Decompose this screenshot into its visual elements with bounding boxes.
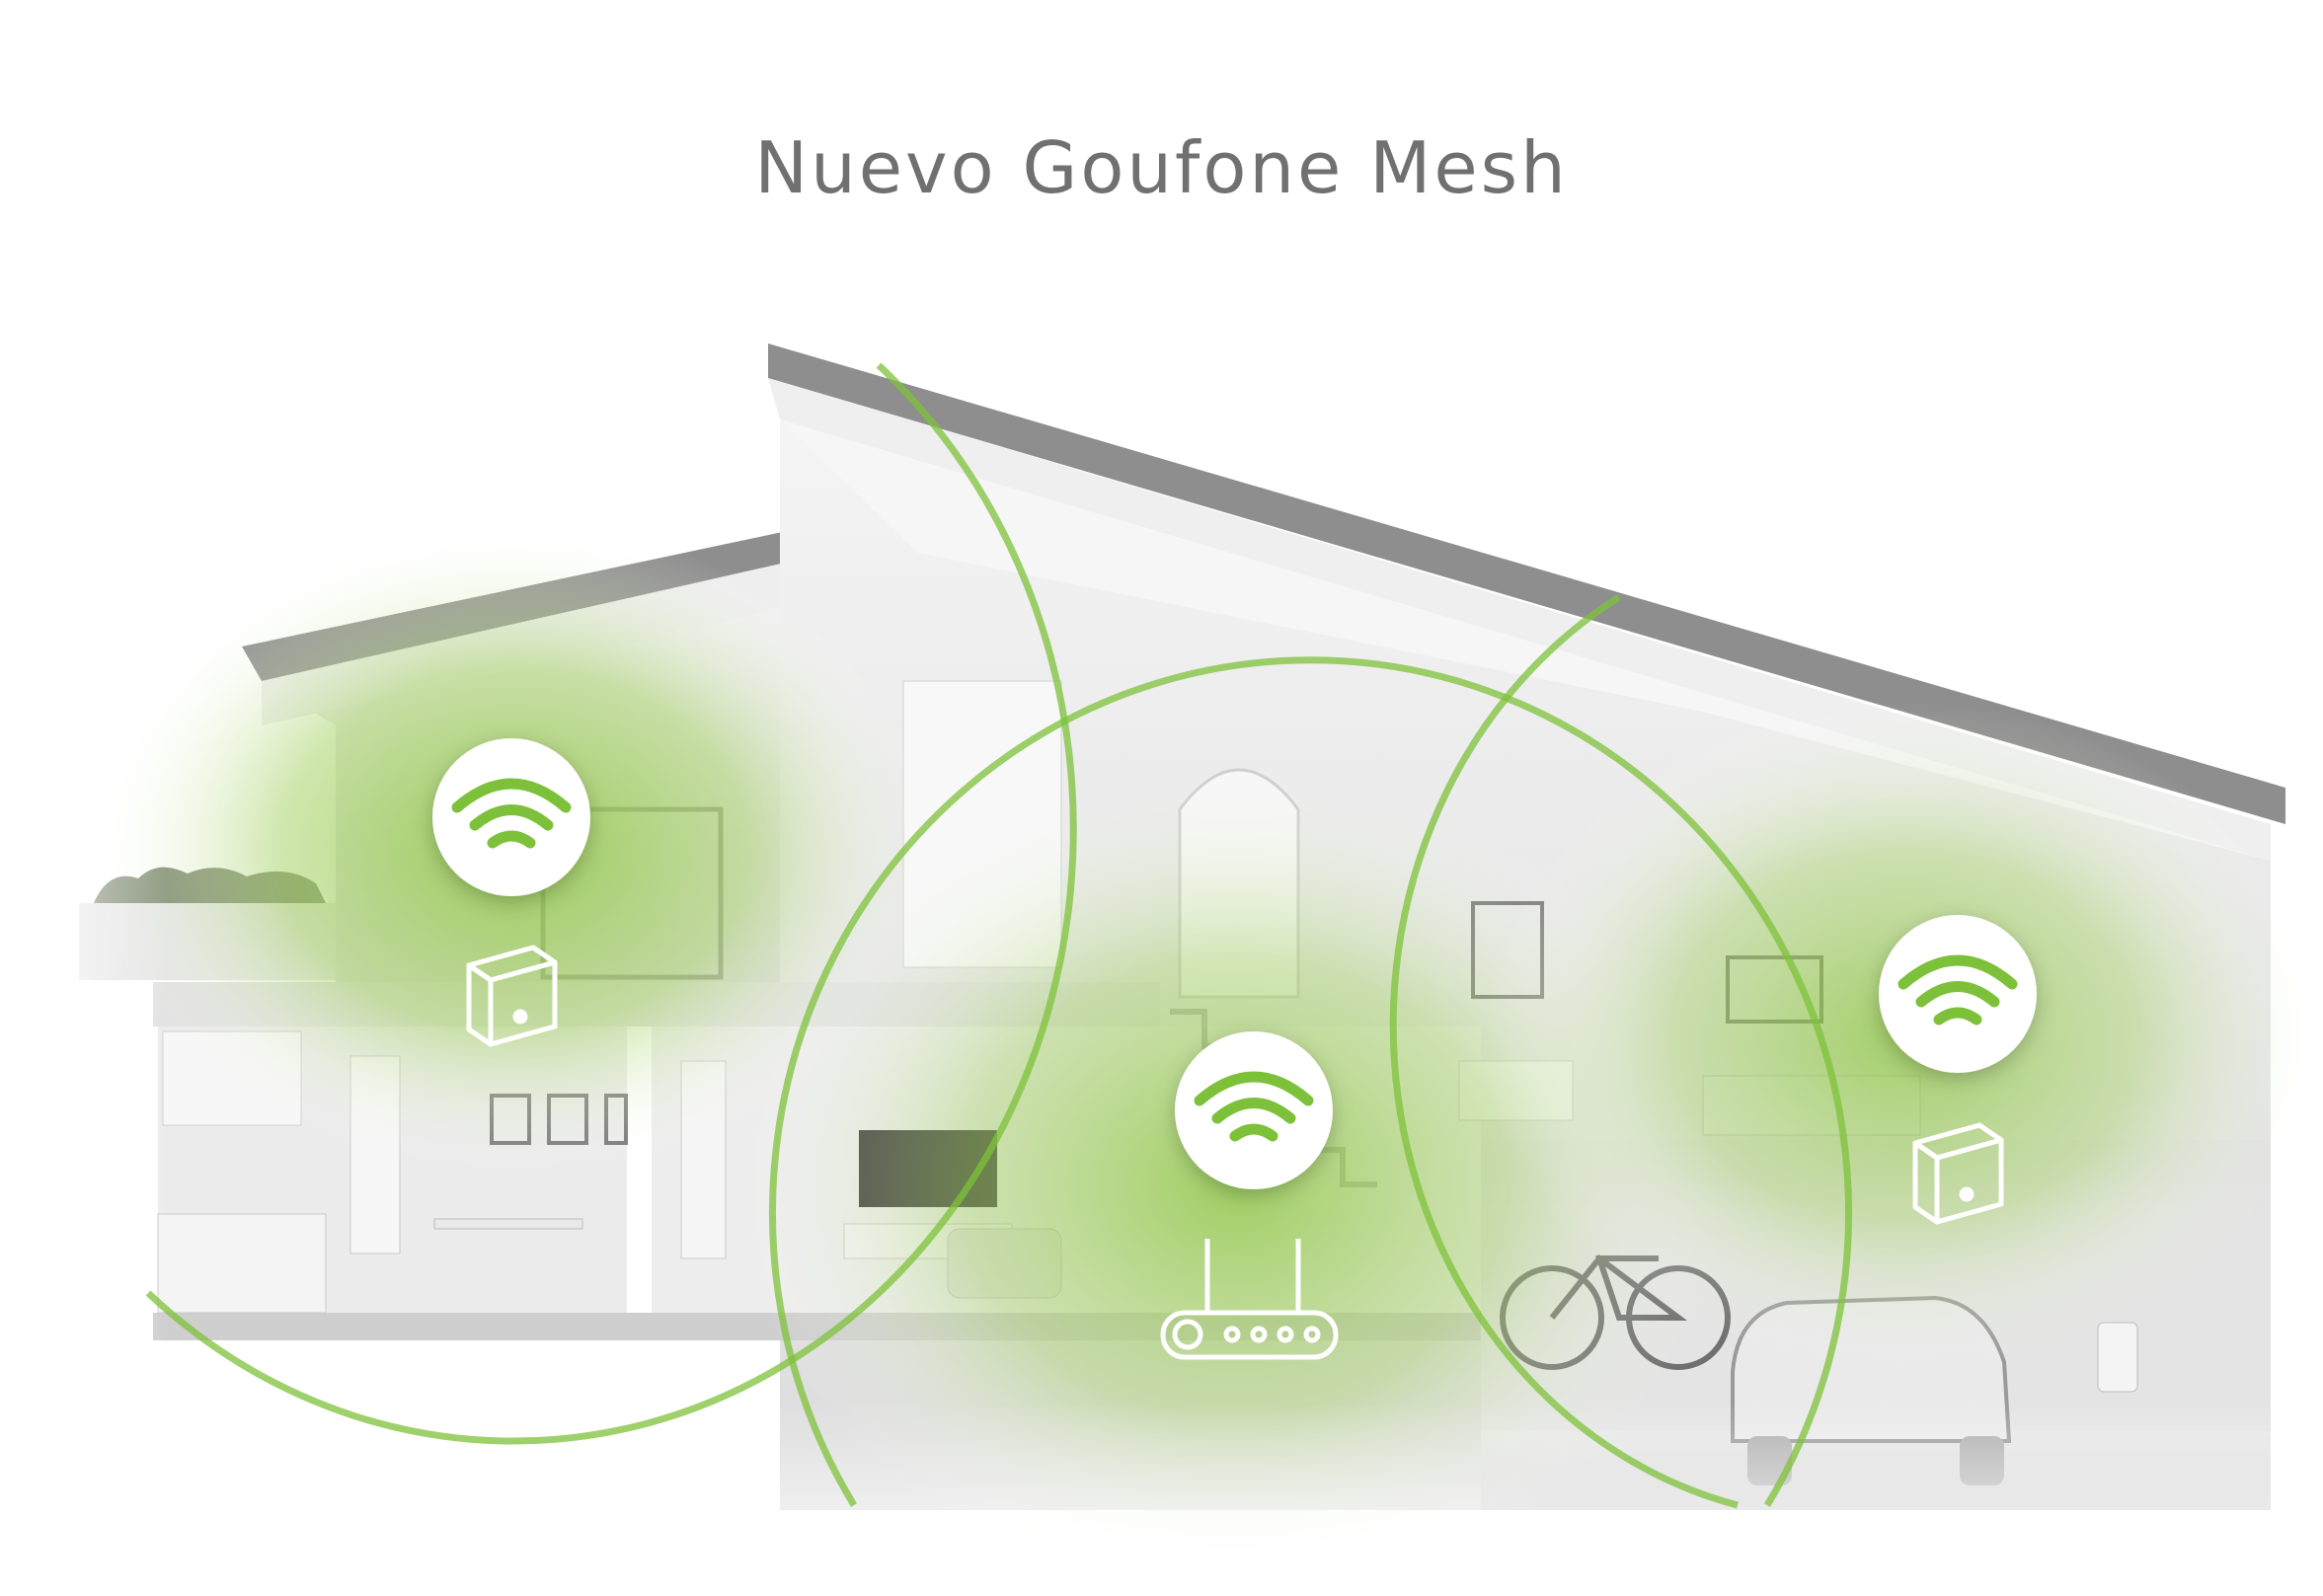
- wifi-badge: [1175, 1031, 1333, 1189]
- coverage-ring-center: [769, 656, 1852, 1507]
- mesh-node-icon: [1912, 1122, 2004, 1225]
- wifi-badge: [1879, 915, 2037, 1073]
- coverage-ring-left: [145, 362, 1077, 1445]
- coverage-ring-right: [1389, 594, 1739, 1509]
- page-title: Nuevo Goufone Mesh: [754, 126, 1569, 209]
- dining-table: [433, 1218, 583, 1230]
- wifi-icon: [1194, 1071, 1314, 1142]
- wifi-icon: [451, 778, 572, 849]
- left-fade: [0, 869, 168, 1421]
- coverage-rings: [145, 362, 1852, 1509]
- mesh-node-icon: [466, 945, 558, 1047]
- wifi-badge: [432, 738, 590, 896]
- bottom-fade: [0, 1402, 2323, 1596]
- wifi-icon: [1897, 954, 2018, 1026]
- router-icon: [1160, 1239, 1339, 1360]
- kitchen-counter: [157, 1213, 327, 1314]
